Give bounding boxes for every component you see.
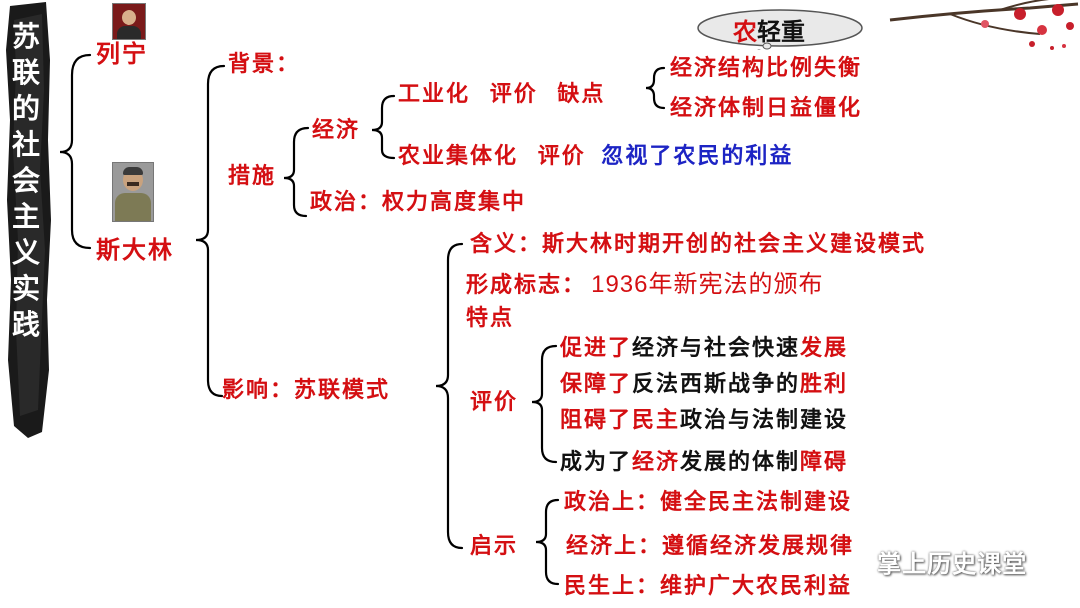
eval-3-c: 发展的体制: [680, 450, 801, 475]
inspiration-item-economy: 经济上：遵循经济发展规律: [566, 534, 855, 559]
influence-sign: 形成标志： 1936年新宪法的颁布: [466, 264, 824, 299]
bracket-leaders: [59, 53, 92, 250]
flaw-item-system: 经济体制日益僵化: [670, 96, 863, 121]
inspiration-item-politics: 政治上：健全民主法制建设: [564, 490, 853, 515]
eval-2-a: 阻碍了民主: [560, 408, 681, 433]
eval-1-a: 保障了: [560, 372, 633, 397]
economy-label: 经济: [312, 118, 361, 143]
bracket-evaluation: [531, 344, 558, 464]
evaluation-item: 促进了经济与社会快速发展: [560, 336, 848, 362]
eval-0-c: 发展: [800, 336, 849, 361]
eval-1-b: 反法西斯战争的: [632, 372, 801, 397]
leader-stalin: 斯大林: [96, 236, 174, 264]
bracket-flaws: [645, 66, 666, 110]
badge-chars: 轻重: [757, 17, 805, 46]
badge-char-agri: 农: [733, 17, 757, 46]
eval-1-c: 胜利: [800, 372, 849, 397]
wechat-icon: [842, 555, 868, 581]
badge-cloud: 农轻重: [695, 6, 865, 50]
watermark-text: 掌上历史课堂: [877, 550, 1028, 578]
eval-3-d: 障碍: [800, 450, 849, 475]
evaluation-item: 阻碍了民主政治与法制建设: [560, 408, 848, 434]
eval-3-b: 经济: [632, 450, 681, 475]
industrialization-row: 工业化 评价 缺点: [398, 82, 605, 108]
features-label: 特点: [466, 306, 515, 331]
industrialization-eval: 评价: [489, 82, 538, 107]
measures-label: 措施: [228, 164, 277, 189]
eval-0-b: 经济与社会快速: [632, 336, 801, 361]
collectivization-eval: 评价: [537, 144, 586, 169]
title-brush-bar: [2, 0, 54, 440]
influence-label: 影响：苏联模式: [222, 378, 391, 403]
bracket-inspiration: [535, 498, 560, 586]
flaw-item-structure: 经济结构比例失衡: [670, 56, 863, 81]
sign-text: 1936年新宪法的颁布: [591, 271, 824, 298]
eval-0-a: 促进了: [560, 336, 633, 361]
bracket-economy: [371, 94, 396, 160]
politics-label: 政治：权力高度集中: [310, 190, 527, 215]
background-label: 背景：: [228, 52, 301, 77]
lenin-portrait: [112, 3, 146, 40]
evaluation-label: 评价: [470, 390, 519, 415]
eval-3-a: 成为了: [560, 450, 633, 475]
watermark: 掌上历史课堂: [842, 544, 1027, 581]
collectivization-row: 农业集体化 评价 忽视了农民的利益: [398, 144, 793, 170]
bracket-influence: [435, 242, 464, 550]
eval-2-b: 政治与法制建设: [680, 408, 849, 433]
industrialization-flaws: 缺点: [557, 82, 606, 107]
evaluation-item: 成为了经济发展的体制障碍: [560, 450, 848, 476]
collectivization-note: 忽视了农民的利益: [601, 144, 794, 169]
sign-prefix: 形成标志：: [466, 273, 587, 298]
inspiration-item-livelihood: 民生上：维护广大农民利益: [564, 574, 853, 599]
influence-meaning: 含义：斯大林时期开创的社会主义建设模式: [470, 232, 927, 257]
stalin-portrait: [112, 162, 154, 222]
bracket-stalin: [195, 64, 226, 398]
collectivization-label: 农业集体化: [398, 144, 519, 169]
evaluation-item: 保障了反法西斯战争的胜利: [560, 372, 848, 398]
industrialization-label: 工业化: [398, 82, 471, 107]
leader-lenin: 列宁: [96, 40, 148, 68]
inspiration-label: 启示: [470, 534, 519, 559]
bracket-measures: [283, 126, 310, 218]
